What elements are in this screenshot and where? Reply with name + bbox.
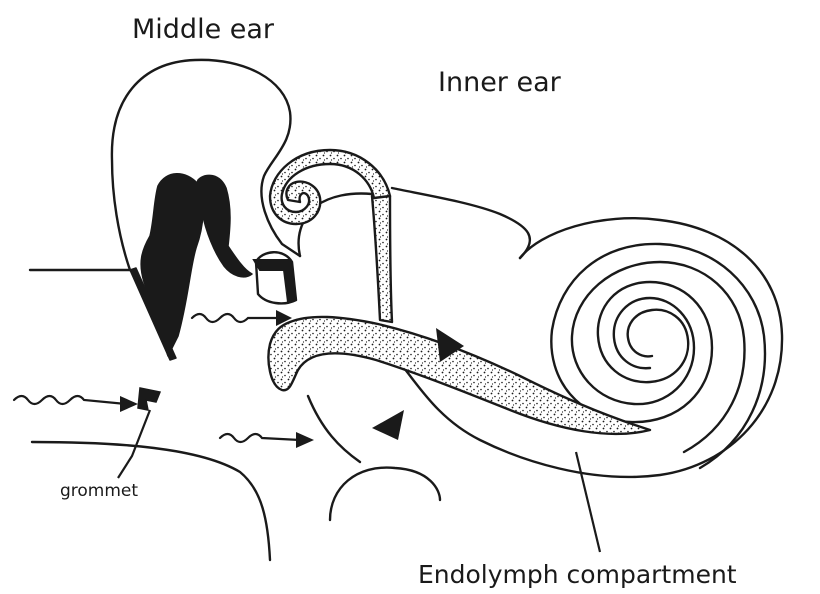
grommet-tube bbox=[138, 388, 160, 410]
cochlea-base-line bbox=[308, 396, 360, 462]
pressure-arrow-2 bbox=[372, 410, 404, 440]
lower-bulge bbox=[330, 468, 440, 520]
vestibule-top bbox=[392, 188, 530, 258]
utricle-duct bbox=[372, 196, 392, 322]
malleus bbox=[141, 174, 203, 356]
endolymph-duct-outer bbox=[269, 317, 651, 434]
sound-arrow-head-3 bbox=[296, 432, 314, 448]
endolymph-pointer bbox=[576, 452, 600, 552]
lower-canal-wall bbox=[32, 442, 270, 560]
label-inner-ear: Inner ear bbox=[438, 69, 561, 96]
sound-wave-2 bbox=[14, 396, 126, 404]
sound-arrow-head-2 bbox=[120, 396, 138, 412]
label-middle-ear: Middle ear bbox=[132, 16, 274, 43]
sound-wave-3 bbox=[220, 434, 300, 442]
label-endolymph-compartment: Endolymph compartment bbox=[418, 562, 737, 587]
cochlea-inner-turn-1 bbox=[551, 244, 765, 468]
middle-ear-cavity bbox=[112, 60, 300, 270]
incus bbox=[196, 175, 252, 276]
endolymphatic-sac bbox=[270, 150, 390, 224]
sound-wave-1 bbox=[192, 314, 276, 322]
label-grommet: grommet bbox=[60, 483, 138, 500]
